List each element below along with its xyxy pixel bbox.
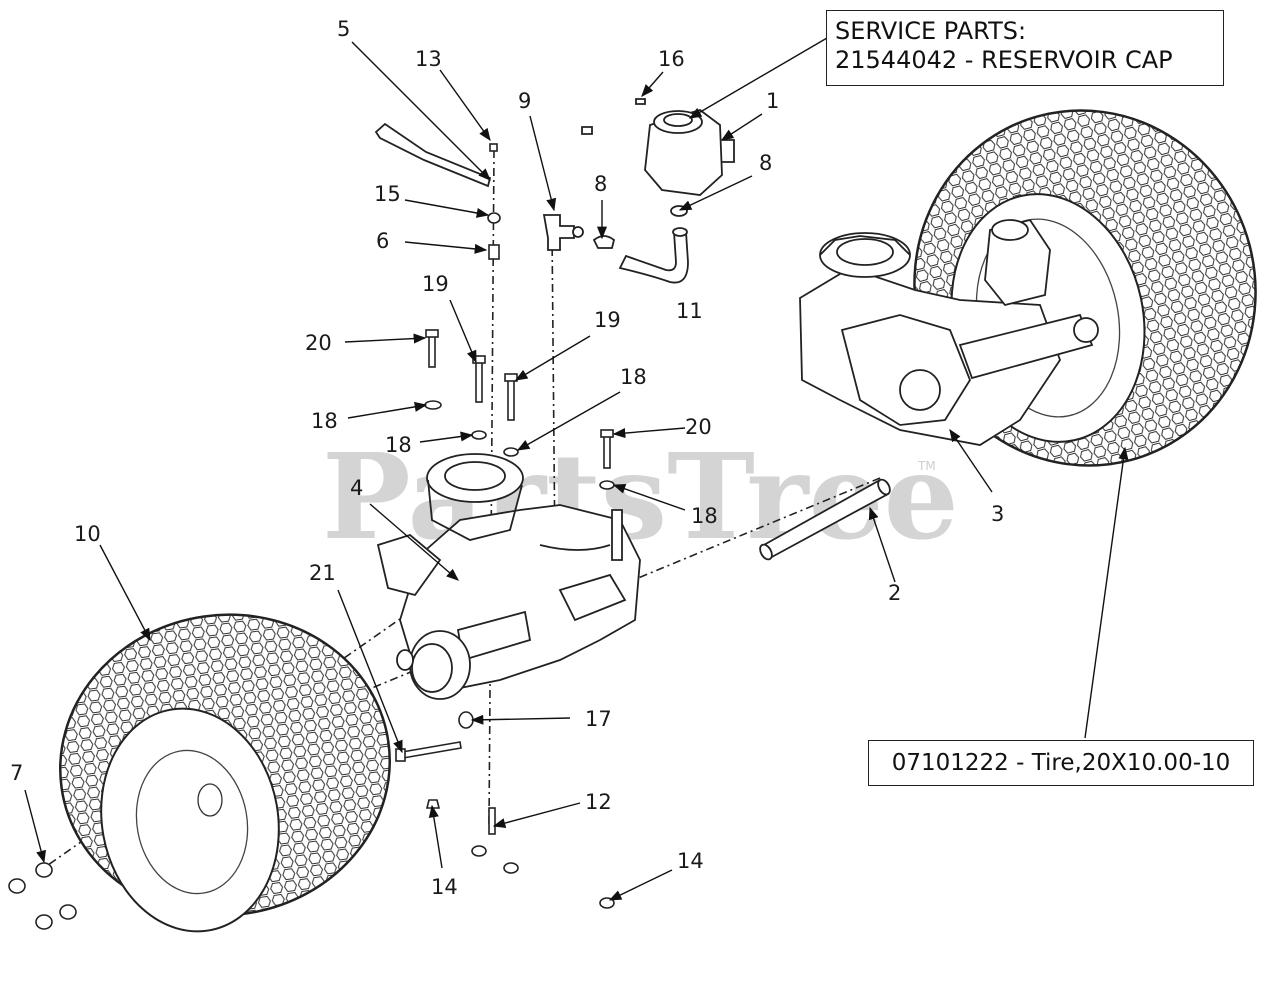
label-12: 12 xyxy=(585,790,612,814)
label-3: 3 xyxy=(991,502,1004,526)
label-6: 6 xyxy=(376,229,389,253)
right-transaxle xyxy=(799,218,1099,446)
label-9: 9 xyxy=(518,89,531,113)
hose xyxy=(592,227,689,284)
reservoir xyxy=(581,98,735,217)
wheel-hub xyxy=(396,630,471,700)
label-20b: 20 xyxy=(685,415,712,439)
label-10: 10 xyxy=(74,522,101,546)
label-7: 7 xyxy=(10,761,23,785)
service-parts-callout: SERVICE PARTS: 21544042 - RESERVOIR CAP xyxy=(826,10,1224,86)
label-21: 21 xyxy=(309,561,336,585)
label-11: 11 xyxy=(676,299,703,323)
watermark-tm: TM xyxy=(917,459,936,473)
label-18c: 18 xyxy=(385,433,412,457)
axle xyxy=(759,478,891,561)
label-18b: 18 xyxy=(311,409,338,433)
label-1: 1 xyxy=(766,89,779,113)
label-17: 17 xyxy=(585,707,612,731)
leader-lines xyxy=(24,37,1129,901)
label-14b: 14 xyxy=(677,849,704,873)
label-8b: 8 xyxy=(759,151,772,175)
left-tire xyxy=(59,613,391,933)
label-19b: 19 xyxy=(594,308,621,332)
label-18a: 18 xyxy=(620,365,647,389)
label-8a: 8 xyxy=(594,172,607,196)
service-parts-item: 21544042 - RESERVOIR CAP xyxy=(835,46,1173,74)
tire-callout-text: 07101222 - Tire,20X10.00-10 xyxy=(891,750,1231,776)
label-15: 15 xyxy=(374,182,401,206)
brake-rod xyxy=(374,122,492,188)
label-14a: 14 xyxy=(431,875,458,899)
tire-callout: 07101222 - Tire,20X10.00-10 xyxy=(868,740,1254,786)
hardware xyxy=(8,143,615,930)
fitting xyxy=(542,214,584,251)
label-20a: 20 xyxy=(305,331,332,355)
label-4: 4 xyxy=(350,476,363,500)
part-number-labels: 5 13 16 9 1 8 8 15 6 19 11 20 19 18 18 1… xyxy=(10,17,1004,899)
label-5: 5 xyxy=(337,17,350,41)
label-18d: 18 xyxy=(691,504,718,528)
label-16: 16 xyxy=(658,47,685,71)
service-parts-heading: SERVICE PARTS: xyxy=(835,17,1027,45)
label-19a: 19 xyxy=(422,272,449,296)
label-13: 13 xyxy=(415,47,442,71)
label-2: 2 xyxy=(888,581,901,605)
